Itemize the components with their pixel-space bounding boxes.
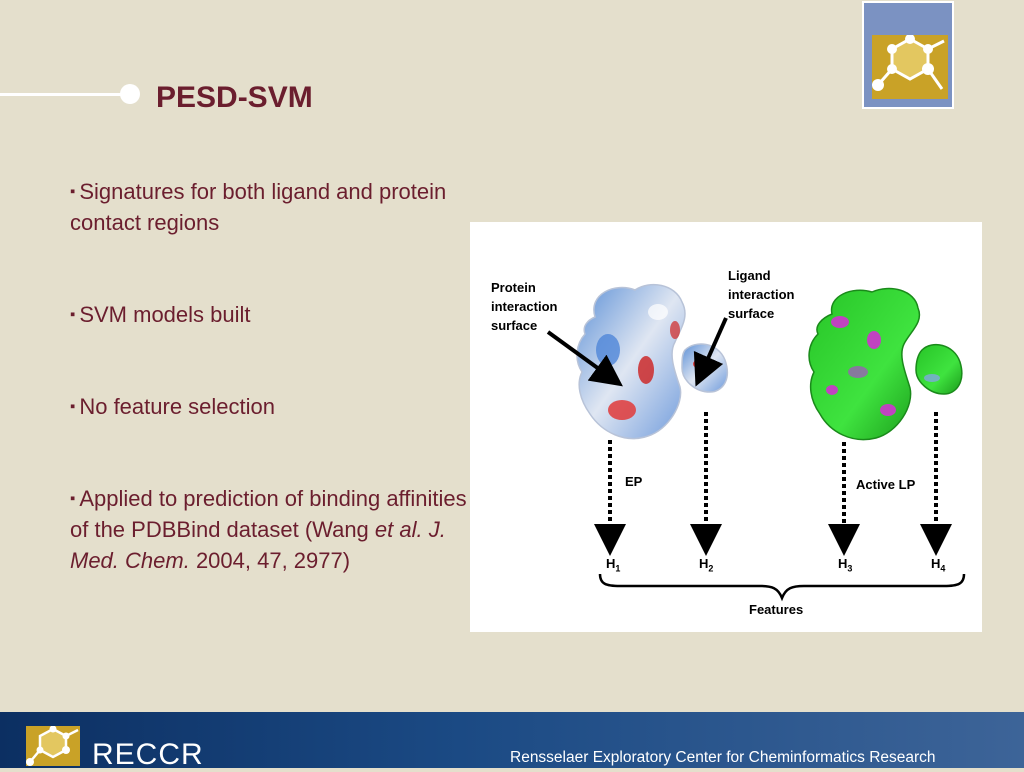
reccr-logo-icon (26, 726, 80, 766)
citation-details: 2004, 47, 2977) (189, 548, 351, 573)
ep-label: EP (625, 474, 643, 489)
features-brace (598, 573, 966, 602)
protein-surface-label: Protein interaction surface (491, 280, 558, 333)
feature-h3-label: H3 (838, 556, 853, 574)
bullet-text: Signatures for both ligand and protein c… (70, 179, 447, 235)
footer-brand: RECCR (92, 738, 204, 771)
ligand-surface-lp (808, 287, 963, 441)
molecule-logo-icon (862, 1, 954, 109)
bullet-item: ▪No feature selection (70, 391, 470, 422)
ligand-arrow (693, 317, 728, 387)
figure-drawing (546, 283, 966, 602)
bullet-item: ▪SVM models built (70, 299, 470, 330)
bullet-text: Applied to prediction of binding affinit… (70, 486, 467, 542)
active-lp-label: Active LP (856, 477, 916, 492)
bullet-item: ▪Applied to prediction of binding affini… (70, 483, 470, 576)
feature-h2-label: H2 (699, 556, 714, 574)
slide-title: PESD-SVM (156, 81, 313, 114)
bullet-marker: ▪ (70, 490, 76, 507)
feature-h1-label: H1 (606, 556, 621, 574)
protein-arrow (546, 330, 623, 387)
bullet-text: No feature selection (79, 394, 275, 419)
bullet-marker: ▪ (70, 398, 76, 415)
bullet-marker: ▪ (70, 306, 76, 323)
pesd-figure: Protein interaction surface Ligand inter… (470, 222, 982, 632)
bullet-marker: ▪ (70, 183, 76, 200)
features-label: Features (749, 602, 804, 617)
feature-h4-label: H4 (931, 556, 946, 574)
bullet-text: SVM models built (79, 302, 251, 327)
footer-center-name: Rensselaer Exploratory Center for Chemin… (510, 749, 936, 766)
title-rule-dot (120, 84, 140, 104)
bullet-item: ▪Signatures for both ligand and protein … (70, 176, 470, 238)
citation-journal: et al. J. Med. Chem. (70, 517, 446, 573)
footer-bar: RECCR Rensselaer Exploratory Center for … (0, 712, 1024, 771)
ligand-surface-label: Ligand interaction surface (728, 268, 795, 321)
title-rule-line (0, 93, 122, 96)
